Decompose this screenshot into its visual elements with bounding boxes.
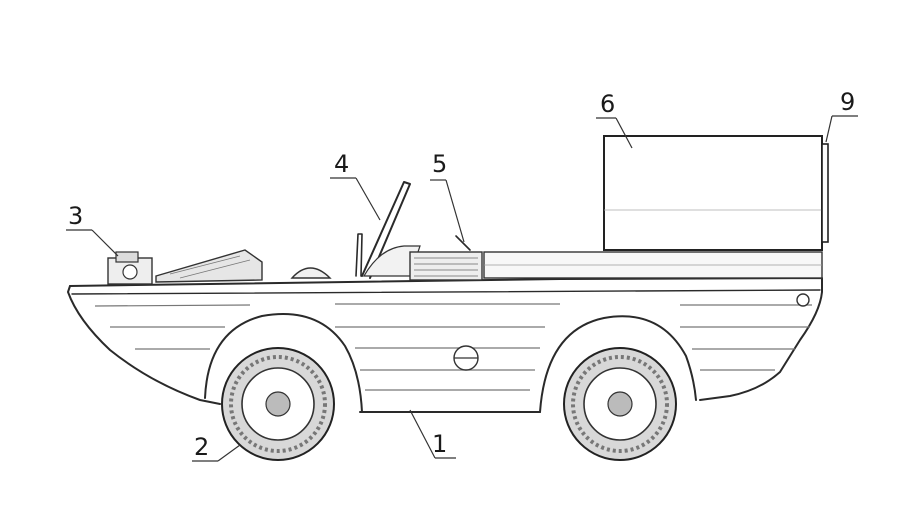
rear-light-icon — [796, 293, 810, 307]
mirror-rod — [455, 235, 471, 251]
deck-dome — [290, 267, 332, 279]
rear-panel — [821, 143, 829, 243]
callout-6: 6 — [600, 90, 615, 118]
bow-equipment — [107, 251, 153, 285]
hull — [67, 277, 823, 413]
wave-shield — [155, 249, 263, 283]
front-wheel — [221, 347, 335, 461]
callout-1: 1 — [432, 430, 447, 458]
windshield — [355, 181, 421, 279]
leader-lines — [66, 115, 858, 462]
rear-wheel — [563, 347, 677, 461]
callout-5: 5 — [432, 150, 447, 178]
callout-2: 2 — [194, 433, 209, 461]
engine-grille — [409, 251, 483, 281]
cargo-box — [603, 135, 823, 251]
callout-4: 4 — [334, 150, 349, 178]
callout-9: 9 — [840, 88, 855, 116]
hull-emblem — [453, 345, 479, 371]
callout-3: 3 — [68, 202, 83, 230]
